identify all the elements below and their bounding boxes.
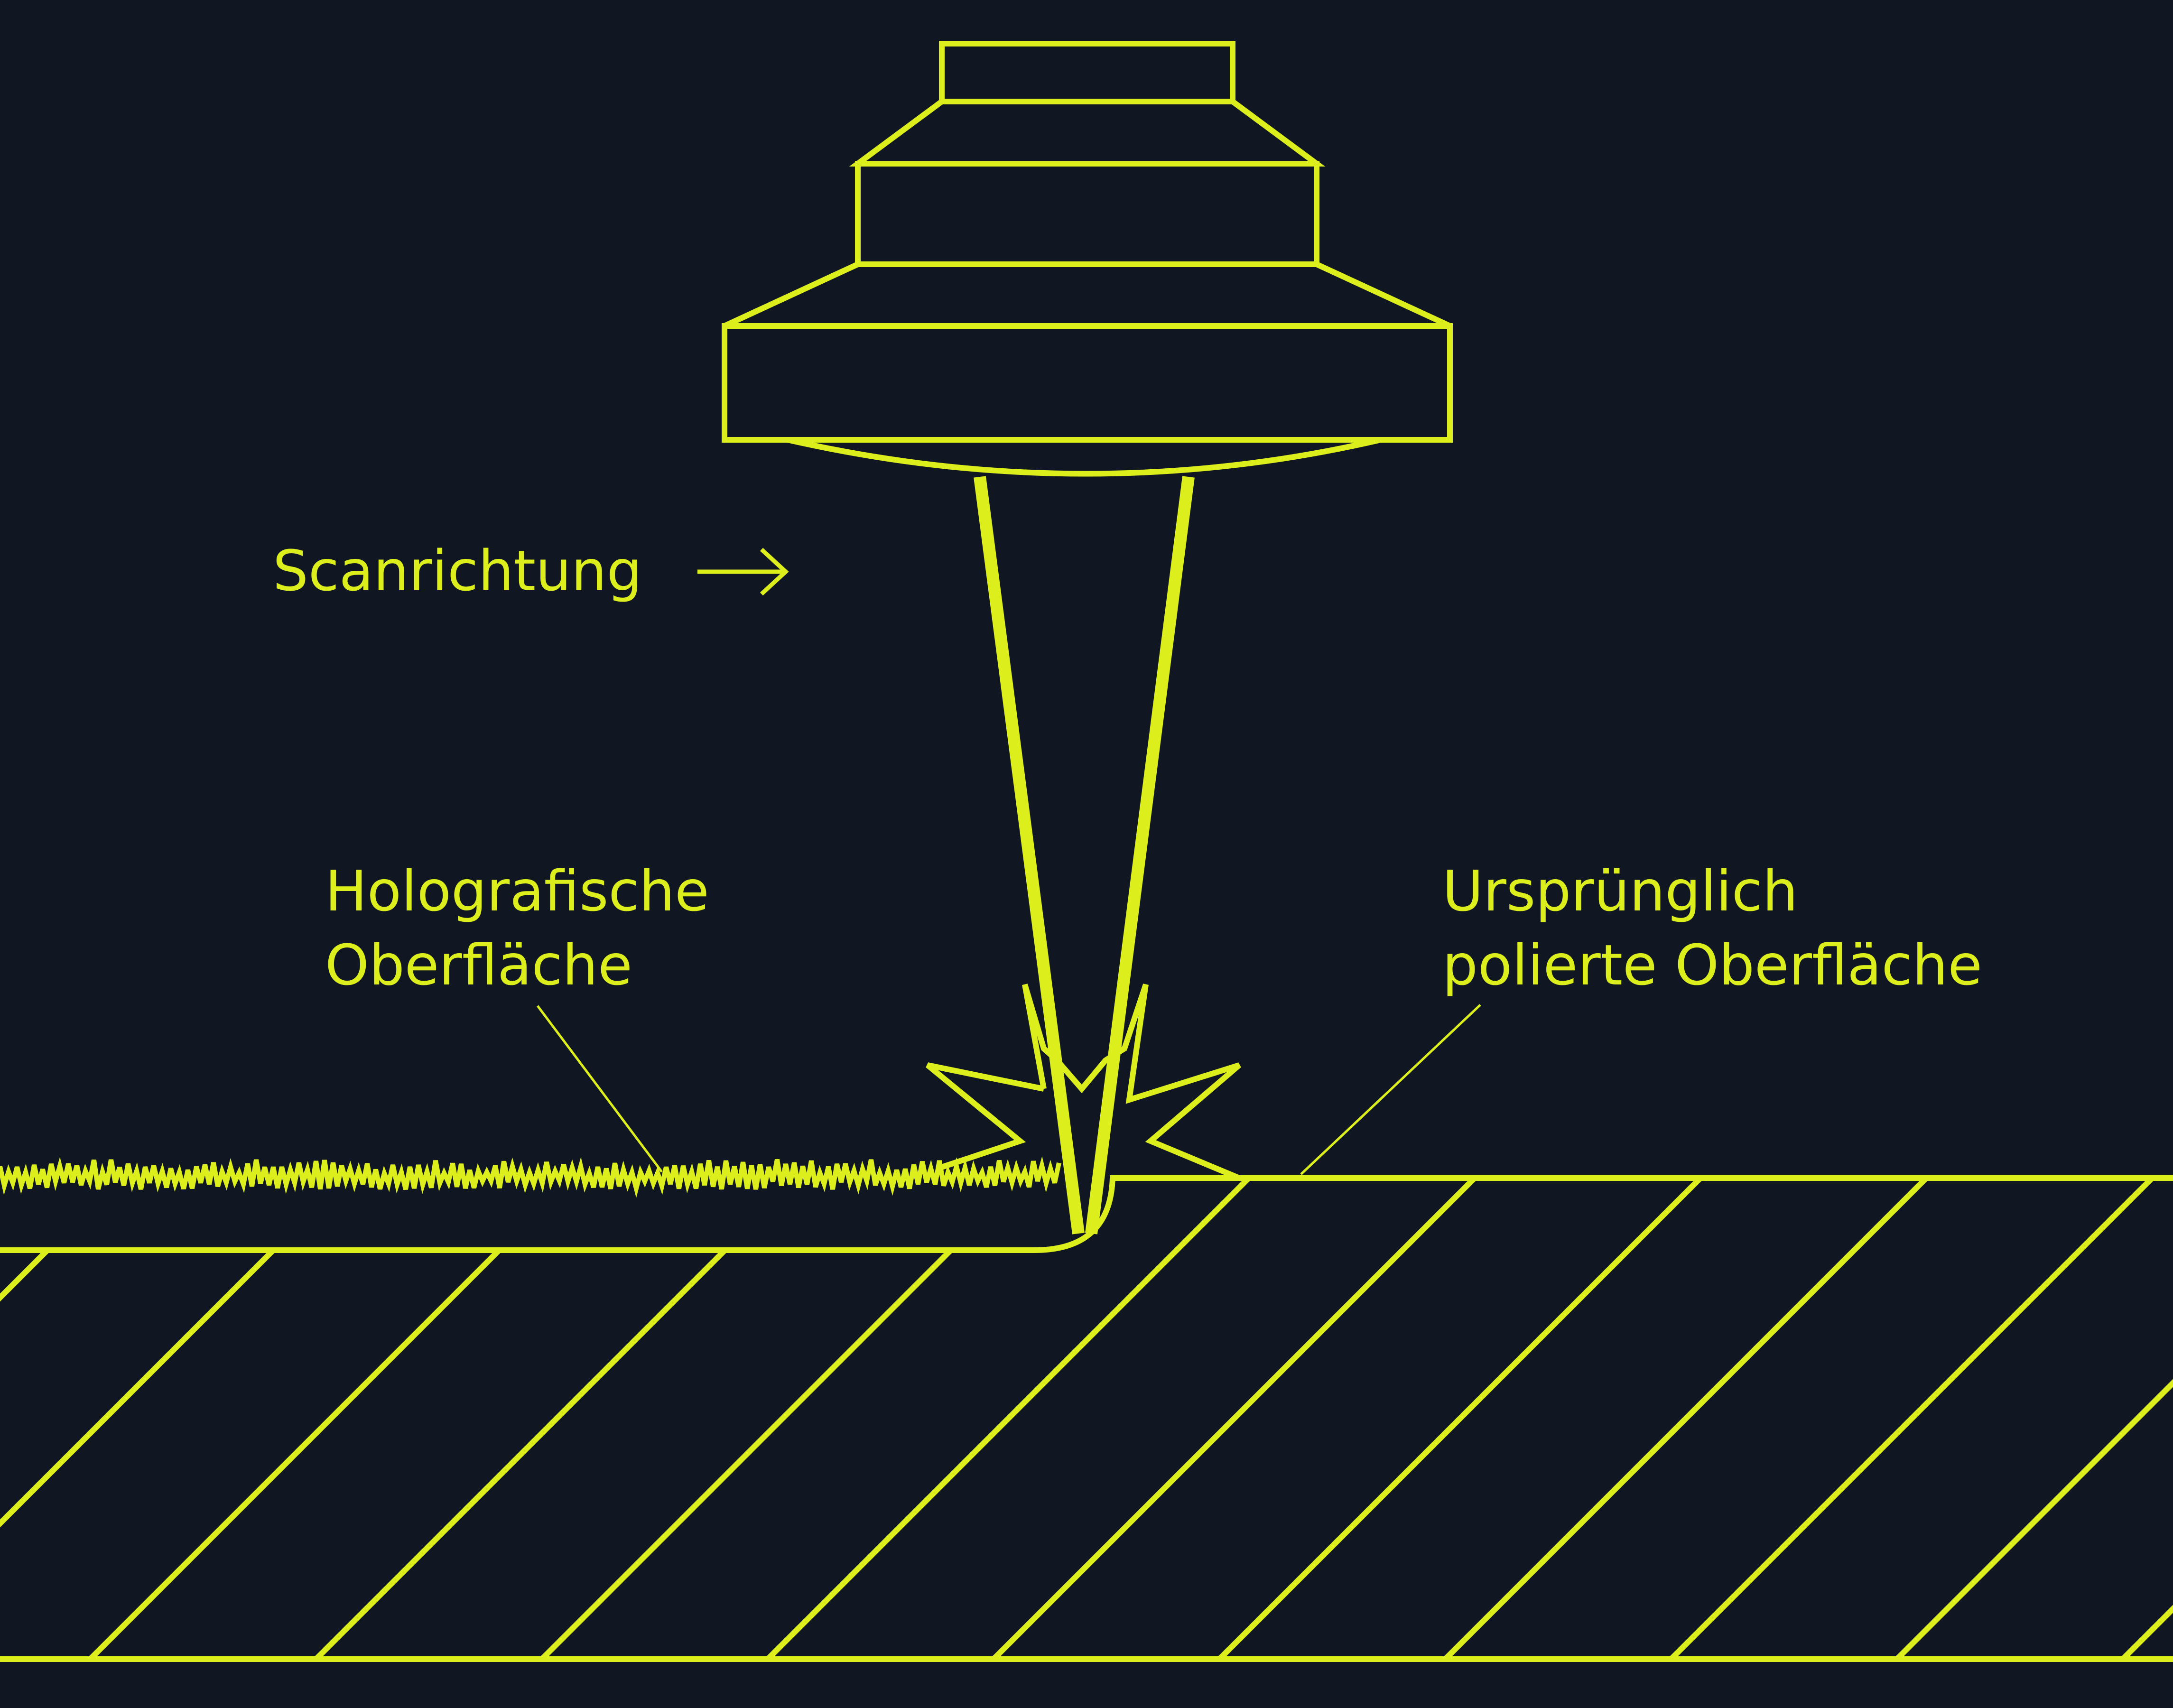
laser-beam <box>974 476 1195 1235</box>
original-surface-label-line2: polierte Oberfläche <box>1442 932 1982 998</box>
holographic-surface-label-line2: Oberfläche <box>325 932 632 998</box>
hatch-line <box>1669 1178 2173 1659</box>
leader-lines <box>536 1004 1481 1175</box>
holographic-leader-line <box>536 1005 663 1173</box>
hatch-line <box>539 1178 1066 1659</box>
original-surface-label: Ursprünglich polierte Oberfläche <box>1442 854 1982 1002</box>
laser-lens <box>787 437 1382 477</box>
laser-head-upper-bevel <box>849 99 1326 167</box>
ablation-spark <box>1022 984 1241 1181</box>
arrow-right-icon <box>697 548 789 596</box>
hatch-line <box>765 1178 1292 1659</box>
laser-head-base <box>722 323 1453 443</box>
hatch-line <box>88 1178 614 1659</box>
hatch-line <box>0 1178 389 1659</box>
laser-head-lower-bevel <box>723 261 1451 329</box>
hatch-line <box>0 1178 163 1659</box>
hatch-line <box>991 1178 1518 1659</box>
workpiece-hatching <box>0 1178 2173 1659</box>
holographic-surface-label-line1: Holografische <box>325 858 709 924</box>
workpiece-surface <box>0 1175 2173 1253</box>
holographic-surface-label: Holografische Oberfläche <box>325 854 709 1002</box>
workpiece <box>0 1175 2173 1662</box>
holographic-rough-surface <box>0 1156 1061 1198</box>
scan-direction-label: Scanrichtung <box>273 538 642 603</box>
original-surface-label-line1: Ursprünglich <box>1442 858 1798 924</box>
hatch-line <box>1894 1178 2173 1659</box>
laser-beam-right-edge <box>1085 476 1195 1235</box>
laser-head <box>722 41 1453 477</box>
hatch-line <box>1443 1178 1969 1659</box>
laser-head-cap <box>939 41 1235 104</box>
hatch-line <box>314 1178 840 1659</box>
original-leader-line <box>1300 1004 1481 1175</box>
hatch-line <box>2120 1178 2173 1659</box>
laser-head-middle <box>855 161 1319 267</box>
laser-beam-left-edge <box>974 476 1085 1235</box>
ablation-spark-left <box>926 1062 1045 1170</box>
hatch-line <box>1217 1178 1744 1659</box>
